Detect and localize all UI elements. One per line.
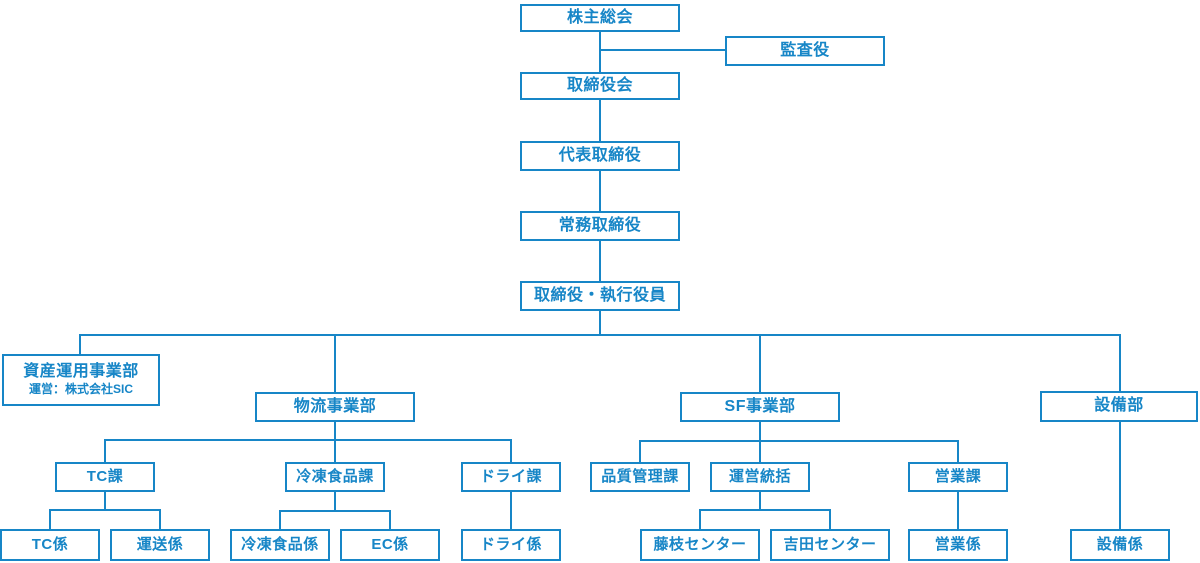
node-label: 物流事業部 [293, 397, 377, 415]
node-frozen-food-section: 冷凍食品課 [285, 462, 385, 492]
node-label: 設備係 [1096, 536, 1144, 554]
node-label: 吉田センター [783, 536, 877, 554]
node-quality-control-section: 品質管理課 [590, 462, 690, 492]
node-sales-unit: 営業係 [908, 529, 1008, 561]
node-representative-director: 代表取締役 [520, 141, 680, 171]
node-label: 常務取締役 [558, 216, 642, 234]
node-label: 設備部 [1094, 397, 1144, 415]
node-label: 株主総会 [566, 8, 633, 26]
node-label: 冷凍食品課 [296, 468, 374, 486]
node-dry-section: ドライ課 [461, 462, 561, 492]
node-fujieda-center: 藤枝センター [640, 529, 760, 561]
node-label: 品質管理課 [601, 468, 679, 486]
node-ec-unit: EC係 [340, 529, 440, 561]
node-facilities-unit: 設備係 [1070, 529, 1170, 561]
node-label: SF事業部 [724, 397, 796, 415]
node-label: 藤枝センター [653, 536, 747, 554]
node-sales-section: 営業課 [908, 462, 1008, 492]
node-asset-management-division: 資産運用事業部 運営：株式会社SIC [2, 354, 160, 406]
node-label: 冷凍食品係 [241, 536, 319, 554]
node-label: ドライ課 [479, 468, 542, 486]
node-label: 取締役会 [566, 76, 633, 94]
node-label: ドライ係 [479, 536, 542, 554]
node-frozen-food-unit: 冷凍食品係 [230, 529, 330, 561]
node-managing-director: 常務取締役 [520, 211, 680, 241]
node-label: 営業係 [934, 536, 982, 554]
node-board-of-directors: 取締役会 [520, 72, 680, 100]
node-shareholders-meeting: 株主総会 [520, 4, 680, 32]
node-directors-executive-officers: 取締役・執行役員 [520, 281, 680, 311]
node-label: TC係 [31, 536, 69, 554]
node-logistics-division: 物流事業部 [255, 392, 415, 422]
node-tc-unit: TC係 [0, 529, 100, 561]
node-label: 営業課 [934, 468, 982, 486]
node-label: 運送係 [136, 536, 184, 554]
node-sublabel: 運営：株式会社SIC [28, 382, 133, 397]
node-label: 監査役 [780, 41, 830, 59]
node-label: 代表取締役 [558, 146, 642, 164]
node-label: TC課 [86, 468, 124, 486]
node-transport-unit: 運送係 [110, 529, 210, 561]
node-label: 取締役・執行役員 [533, 286, 666, 304]
node-label: 運営統括 [728, 468, 791, 486]
node-facilities-department: 設備部 [1040, 391, 1198, 422]
node-auditor: 監査役 [725, 36, 885, 66]
node-label: 資産運用事業部 [23, 362, 139, 380]
node-label: EC係 [371, 536, 409, 554]
node-operations-management: 運営統括 [710, 462, 810, 492]
node-yoshida-center: 吉田センター [770, 529, 890, 561]
node-tc-section: TC課 [55, 462, 155, 492]
node-dry-unit: ドライ係 [461, 529, 561, 561]
node-sf-division: SF事業部 [680, 392, 840, 422]
